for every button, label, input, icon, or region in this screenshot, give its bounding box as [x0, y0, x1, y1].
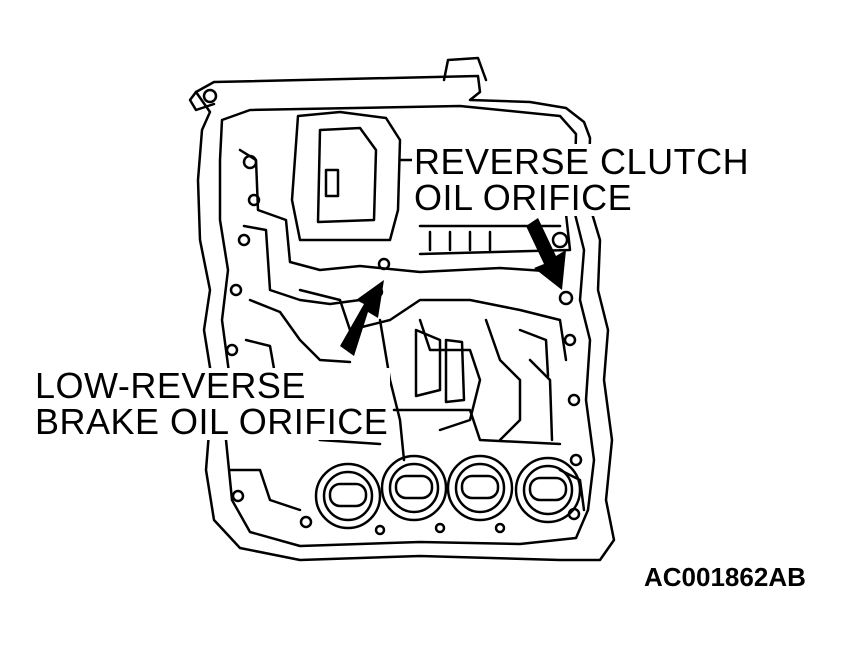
valve-body-inner-outline — [218, 104, 596, 548]
solenoid-block — [290, 110, 402, 242]
reverse-clutch-label-line2: OIL ORIFICE — [414, 177, 633, 218]
accumulator-rings — [314, 454, 582, 530]
low-reverse-arrow-icon — [340, 280, 384, 356]
low-reverse-label-line2: BRAKE OIL ORIFICE — [35, 401, 389, 442]
low-reverse-label-line1: LOW-REVERSE — [35, 365, 306, 406]
reverse-clutch-arrow-icon — [526, 218, 566, 290]
figure-code: AC001862AB — [644, 562, 806, 592]
low-reverse-brake-oil-orifice-label: LOW-REVERSE BRAKE OIL ORIFICE — [33, 365, 391, 442]
valve-body-outline — [194, 74, 616, 562]
reverse-clutch-oil-orifice-label: REVERSE CLUTCH OIL ORIFICE — [412, 141, 752, 218]
reverse-clutch-label-line1: REVERSE CLUTCH — [414, 141, 750, 182]
